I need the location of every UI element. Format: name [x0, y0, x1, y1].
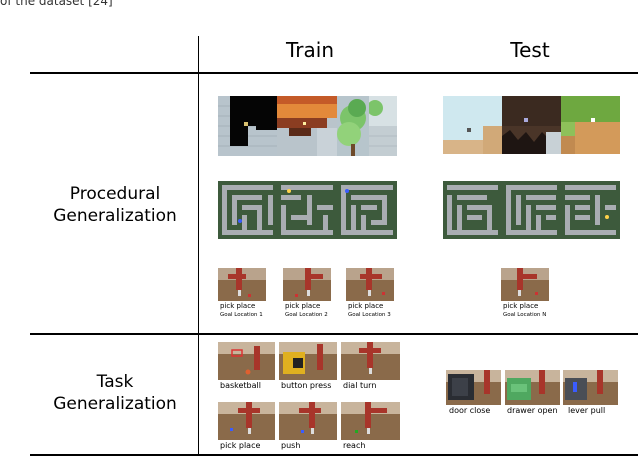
- task-train-button-press: [279, 342, 337, 380]
- maze-train-2: [277, 181, 337, 239]
- header-test: Test: [510, 38, 550, 62]
- robot-train-3-sub: Goal Location 3: [348, 312, 391, 318]
- robot-train-1-sub: Goal Location 1: [220, 312, 263, 318]
- task-test-door-close: [446, 370, 501, 405]
- task-train-push: [279, 402, 337, 440]
- task-train-reach: [341, 402, 400, 440]
- robot-train-3: [346, 268, 394, 301]
- robot-test-1: [501, 268, 549, 301]
- maze-test-2: [502, 181, 561, 239]
- robot-train-2-sub: Goal Location 2: [285, 312, 328, 318]
- task-test-lever-pull: [563, 370, 618, 405]
- header-train: Train: [286, 38, 334, 62]
- maze-train-3: [337, 181, 397, 239]
- row-label-procedural-line1: Procedural: [69, 184, 161, 204]
- robot-train-2: [283, 268, 331, 301]
- task-test-drawer-open-label: drawer open: [507, 406, 558, 415]
- task-train-dial-turn-label: dial turn: [343, 381, 377, 390]
- task-train-basketball-label: basketball: [220, 381, 261, 390]
- task-train-push-label: push: [281, 441, 301, 450]
- platformer-test-1: [443, 96, 502, 154]
- row-label-task-line2: Generalization: [53, 394, 177, 414]
- row-label-procedural-line2: Generalization: [53, 206, 177, 226]
- top-rule: [30, 72, 638, 74]
- maze-train-1: [218, 181, 277, 239]
- maze-test-1: [443, 181, 502, 239]
- row-label-task: Task Generalization: [40, 371, 190, 415]
- platformer-train-3: [337, 96, 369, 156]
- row-label-task-line1: Task: [96, 372, 134, 392]
- cut-off-caption: of the dataset [24]: [0, 0, 113, 8]
- task-train-pick-place-label: pick place: [220, 441, 261, 450]
- task-train-dial-turn: [341, 342, 400, 380]
- platformer-train-3b: [369, 96, 397, 156]
- mid-rule: [30, 333, 638, 335]
- bottom-rule: [30, 454, 638, 456]
- robot-test-sub: Goal Location N: [503, 312, 547, 318]
- robot-train-1: [218, 268, 266, 301]
- task-train-button-press-label: button press: [281, 381, 332, 390]
- platformer-train-1: [218, 96, 277, 156]
- task-train-pick-place: [218, 402, 275, 440]
- task-test-drawer-open: [505, 370, 560, 405]
- robot-test-title: pick place: [503, 302, 539, 310]
- task-test-lever-pull-label: lever pull: [568, 406, 606, 415]
- robot-train-2-title: pick place: [285, 302, 321, 310]
- platformer-test-3: [561, 96, 620, 154]
- vertical-rule: [198, 36, 199, 456]
- task-train-basketball: [218, 342, 275, 380]
- platformer-train-2: [277, 96, 337, 156]
- task-train-reach-label: reach: [343, 441, 366, 450]
- platformer-test-2: [502, 96, 561, 154]
- maze-test-3: [561, 181, 620, 239]
- robot-train-3-title: pick place: [348, 302, 384, 310]
- task-test-door-close-label: door close: [449, 406, 491, 415]
- row-label-procedural: Procedural Generalization: [40, 183, 190, 227]
- robot-train-1-title: pick place: [220, 302, 256, 310]
